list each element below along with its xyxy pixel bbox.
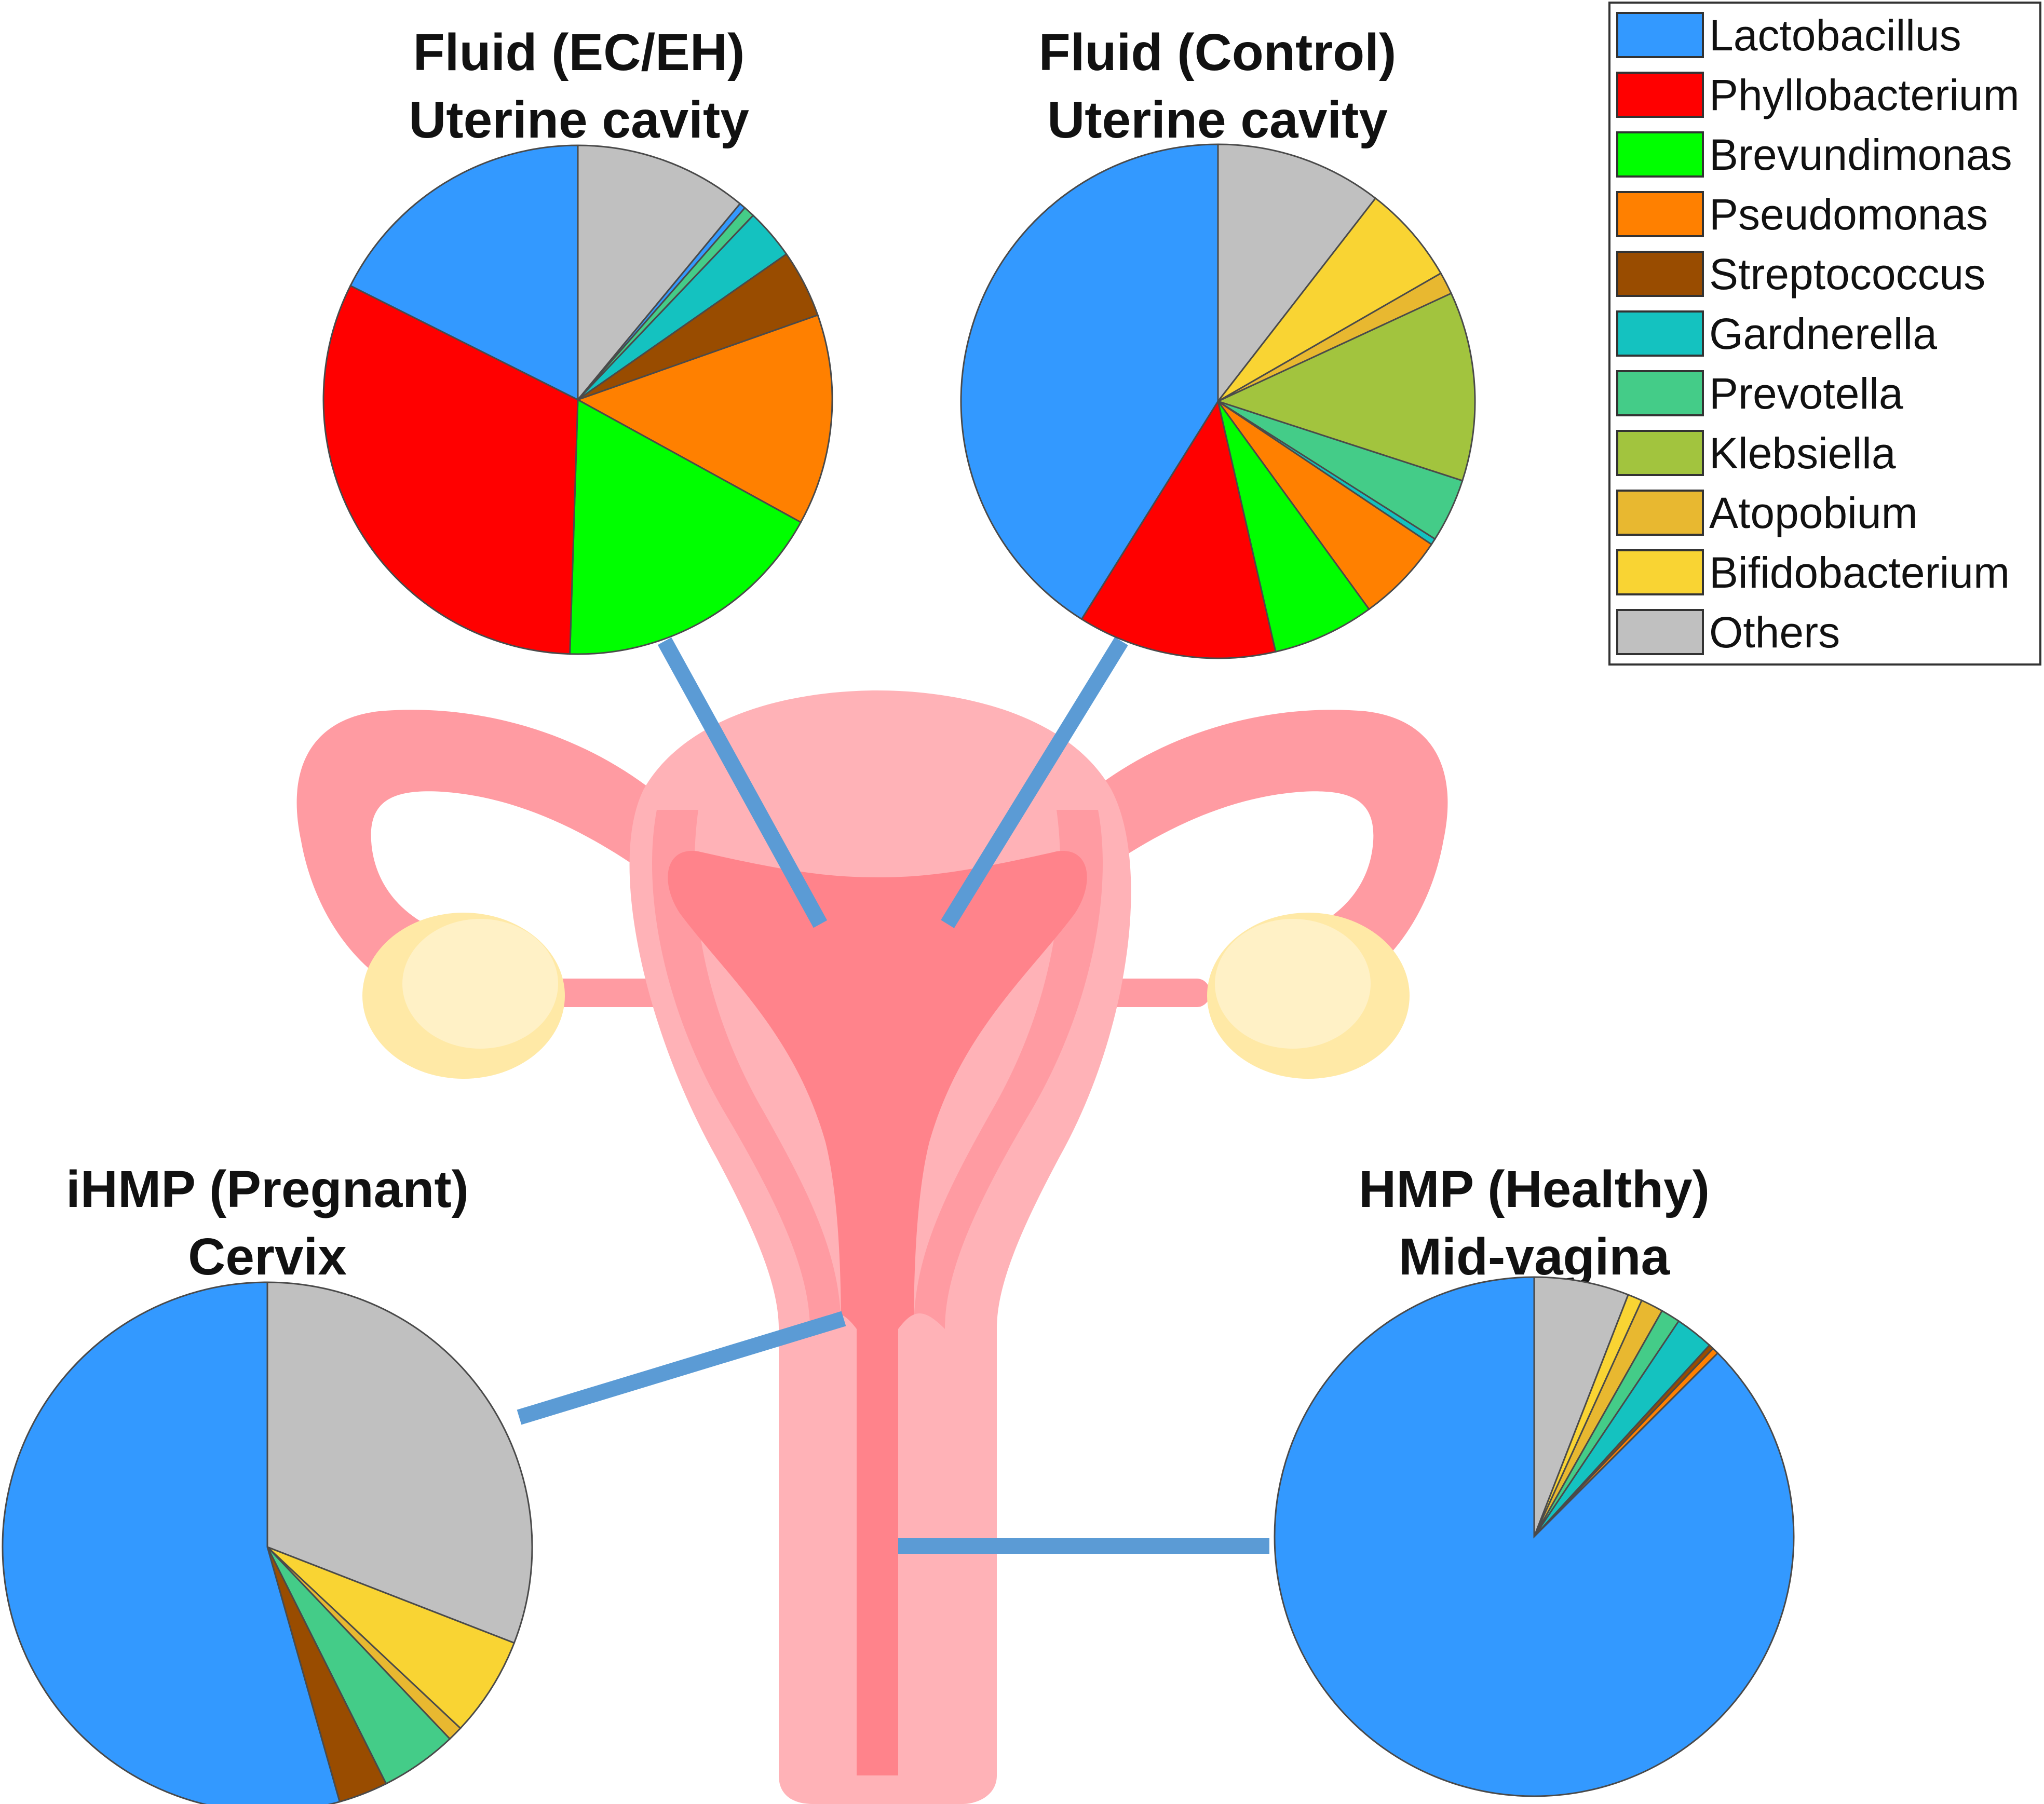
pie-subtitle: Mid-vagina	[1399, 1228, 1671, 1286]
pie	[2, 1281, 533, 1804]
legend-label: Atopobium	[1709, 489, 1918, 537]
legend-label: Pseudomonas	[1709, 190, 1988, 239]
left-ovarian-ligament	[545, 979, 670, 1007]
left-ovary-highlight	[402, 919, 558, 1049]
pie-slice-brevundimonas	[1217, 401, 1371, 653]
pie-slice-others	[577, 144, 741, 402]
left-fallopian-tube	[296, 710, 654, 997]
pie-slice-bifidobacterium	[266, 1546, 516, 1730]
pie-slice-prevotella	[266, 1546, 451, 1785]
legend-swatch	[1616, 490, 1704, 536]
legend-swatch	[1616, 251, 1704, 297]
legend-swatch	[1616, 430, 1704, 476]
legend-label: Gardnerella	[1709, 309, 1937, 358]
pie-slice-brevundimonas	[569, 398, 802, 655]
pie-slice-pseudomonas	[576, 314, 833, 524]
pie-subtitle: Cervix	[188, 1228, 347, 1286]
connector-lines	[517, 637, 1269, 1554]
legend-label: Others	[1709, 608, 1840, 657]
pie-slice-others	[1533, 1276, 1630, 1537]
legend-label: Streptococcus	[1709, 250, 1985, 299]
connector-control	[941, 637, 1128, 928]
legend-swatch	[1616, 609, 1704, 655]
right-ovary-highlight	[1215, 919, 1371, 1049]
pie-slice-others	[1217, 143, 1377, 404]
pie-subtitle: Uterine cavity	[409, 91, 749, 149]
legend-label: Klebsiella	[1709, 429, 1896, 478]
pie-slice-pseudomonas	[1217, 400, 1433, 611]
legend-swatch	[1616, 12, 1704, 58]
pie-title: iHMP (Pregnant)	[66, 1160, 469, 1218]
pie-title: HMP (Healthy)	[1359, 1160, 1710, 1218]
legend-items: LactobacillusPhyllobacteriumBrevundimona…	[1616, 11, 2020, 657]
pie-chart-ec-eh: Fluid (EC/EH) Uterine cavity	[322, 23, 833, 655]
legend-label: Phyllobacterium	[1709, 71, 2020, 119]
legend-label: Prevotella	[1709, 369, 1903, 418]
cervix-shading	[810, 1313, 857, 1775]
pie-slice-phyllobacterium	[322, 284, 579, 655]
legend: LactobacillusPhyllobacteriumBrevundimona…	[1608, 2, 2041, 666]
uterus-illustration	[296, 690, 1448, 1804]
pie-slice-bifidobacterium	[1217, 197, 1442, 402]
legend-swatch	[1616, 72, 1704, 118]
pie-chart-pregnant-cervix: iHMP (Pregnant) Cervix	[2, 1160, 533, 1804]
legend-label: Bifidobacterium	[1709, 548, 2010, 597]
pie-subtitle: Uterine cavity	[1047, 91, 1388, 149]
legend-swatch	[1616, 131, 1704, 178]
pie-slice-lactobacillus	[1274, 1276, 1795, 1797]
pie	[322, 144, 833, 655]
pie-slice-klebsiella	[1215, 292, 1476, 482]
pie-chart-healthy-mid-vagina: HMP (Healthy) Mid-vagina	[1274, 1160, 1795, 1797]
uterus-right-band	[914, 810, 1103, 1775]
legend-swatch	[1616, 370, 1704, 416]
pie-chart-control: Fluid (Control) Uterine cavity	[960, 23, 1476, 659]
pie-slice-lactobacillus	[349, 144, 579, 401]
legend-label: Brevundimonas	[1709, 130, 2012, 179]
pie	[960, 143, 1476, 659]
legend-label: Lactobacillus	[1709, 11, 1961, 60]
uterus-left-band	[652, 810, 841, 1775]
pie-title: Fluid (Control)	[1039, 23, 1397, 82]
legend-swatch	[1616, 191, 1704, 237]
pie-title: Fluid (EC/EH)	[413, 23, 745, 82]
connector-cervix	[517, 1311, 846, 1425]
pie	[1274, 1276, 1795, 1797]
legend-swatch	[1616, 310, 1704, 357]
pie-slice-others	[266, 1281, 533, 1644]
legend-swatch	[1616, 549, 1704, 595]
connector-ec-eh	[657, 637, 828, 928]
vaginal-canal	[857, 1329, 898, 1765]
pie-slice-phyllobacterium	[1080, 399, 1277, 659]
uterine-cavity	[668, 851, 1087, 1775]
pie-slice-lactobacillus	[960, 143, 1219, 620]
